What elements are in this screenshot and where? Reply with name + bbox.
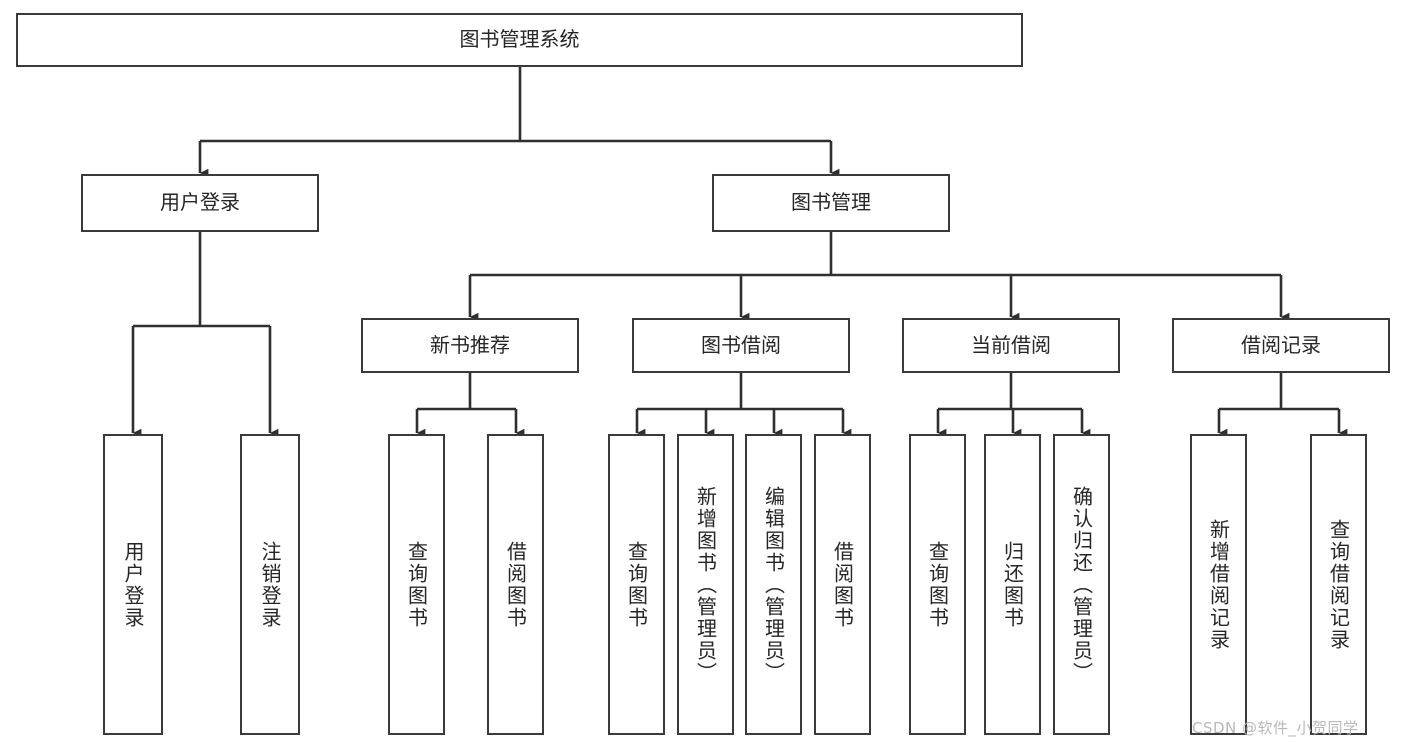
node-l2-新书推荐[interactable]: 新书推荐 [361, 318, 579, 373]
node-label: 借阅记录 [1241, 332, 1321, 357]
node-label: 查询图书 [624, 540, 649, 629]
node-leaf-借阅图书[interactable]: 借阅图书 [814, 434, 871, 735]
node-leaf-归还图书[interactable]: 归还图书 [984, 434, 1041, 735]
node-label: 用户登录 [160, 190, 240, 215]
node-l2-图书借阅[interactable]: 图书借阅 [632, 318, 850, 373]
node-leaf-编辑图书管理员[interactable]: 编辑图书（管理员） [745, 434, 802, 735]
node-label: 确认归还（管理员） [1069, 485, 1094, 684]
node-label: 新增借阅记录 [1206, 518, 1231, 651]
node-leaf-查询借阅记录[interactable]: 查询借阅记录 [1310, 434, 1367, 735]
node-label: 编辑图书（管理员） [761, 485, 786, 684]
node-label: 图书管理系统 [459, 27, 580, 52]
node-leaf-新增借阅记录[interactable]: 新增借阅记录 [1190, 434, 1247, 735]
node-leaf-新增图书管理员[interactable]: 新增图书（管理员） [677, 434, 734, 735]
node-leaf-查询图书[interactable]: 查询图书 [909, 434, 966, 735]
node-leaf-查询图书[interactable]: 查询图书 [388, 434, 445, 735]
node-leaf-确认归还管理员[interactable]: 确认归还（管理员） [1053, 434, 1110, 735]
node-root-图书管理系统[interactable]: 图书管理系统 [16, 13, 1023, 67]
node-l1-图书管理[interactable]: 图书管理 [712, 174, 950, 232]
node-label: 当前借阅 [971, 332, 1051, 357]
node-label: 借阅图书 [830, 540, 855, 629]
node-leaf-用户登录[interactable]: 用户登录 [103, 434, 163, 735]
node-label: 查询图书 [925, 540, 950, 629]
node-l2-借阅记录[interactable]: 借阅记录 [1172, 318, 1390, 373]
node-label: 借阅图书 [503, 540, 528, 629]
node-label: 查询借阅记录 [1326, 518, 1351, 651]
node-leaf-注销登录[interactable]: 注销登录 [240, 434, 300, 735]
node-leaf-查询图书[interactable]: 查询图书 [608, 434, 665, 735]
node-label: 归还图书 [1000, 540, 1025, 629]
node-label: 新书推荐 [430, 332, 510, 357]
node-label: 查询图书 [404, 540, 429, 629]
node-label: 新增图书（管理员） [693, 485, 718, 684]
node-label: 图书借阅 [701, 332, 781, 357]
node-leaf-借阅图书[interactable]: 借阅图书 [487, 434, 544, 735]
node-label: 用户登录 [121, 540, 145, 629]
node-label: 图书管理 [791, 190, 871, 215]
watermark-text: CSDN @软件_小贺同学 [1192, 719, 1359, 737]
node-label: 注销登录 [258, 540, 282, 629]
node-l2-当前借阅[interactable]: 当前借阅 [902, 318, 1120, 373]
node-l1-用户登录[interactable]: 用户登录 [81, 174, 319, 232]
